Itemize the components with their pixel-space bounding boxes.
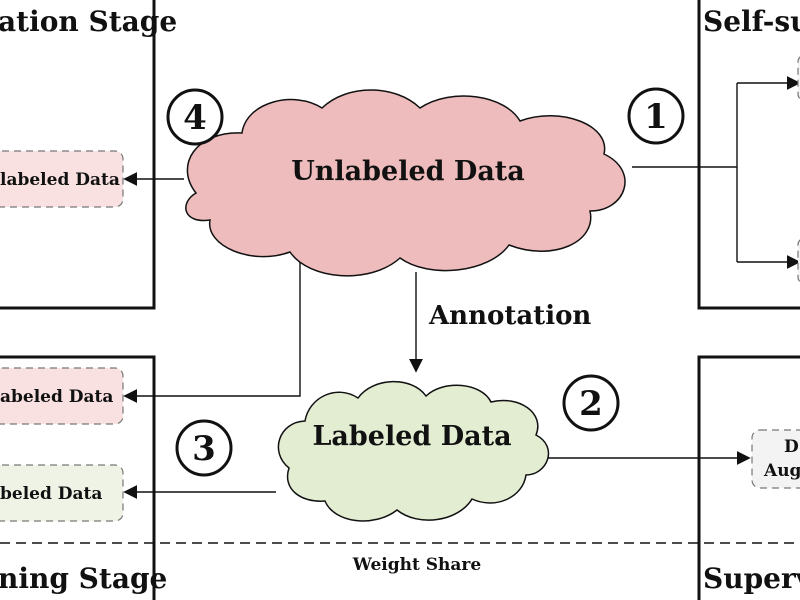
step-four-circle	[166, 88, 224, 146]
top-right-stage-frame	[697, 0, 800, 310]
augmentation-box	[751, 429, 800, 489]
bottom-left-data-box	[0, 464, 124, 522]
step-four-number: 4	[183, 98, 207, 138]
unlabeled-data-cloud	[185, 89, 626, 277]
augmentation-box-line-2: Aug	[763, 461, 800, 481]
bottom-left-data-box-label: beled Data	[0, 484, 102, 504]
bottom-left-stage-title: ning Stage	[0, 562, 167, 595]
annotation-label: Annotation	[428, 301, 591, 331]
step-two-circle	[562, 374, 620, 432]
unlabeled-data-label: Unlabeled Data	[291, 156, 525, 187]
step-one-circle	[627, 87, 685, 145]
weight-share-label: Weight Share	[352, 555, 482, 575]
unlabeled-to-middle-left-arrow	[123, 258, 301, 403]
step-two-number: 2	[579, 384, 603, 424]
top-right-stage-title: Self-su	[703, 5, 800, 38]
labeled-data-cloud	[277, 380, 550, 522]
labeled-data-label: Labeled Data	[312, 421, 511, 452]
bottom-right-stage-title: Superv	[703, 562, 800, 595]
top-left-data-box-label: labeled Data	[0, 170, 120, 190]
step-three-number: 3	[192, 429, 216, 469]
middle-left-data-box-label: abeled Data	[0, 387, 113, 407]
augmentation-box-line-1: D	[784, 437, 799, 457]
top-left-data-box	[0, 150, 124, 208]
middle-left-data-box	[0, 367, 124, 425]
step-three-circle	[175, 419, 233, 477]
top-left-stage-title: ation Stage	[0, 5, 177, 38]
step-one-number: 1	[644, 97, 668, 137]
